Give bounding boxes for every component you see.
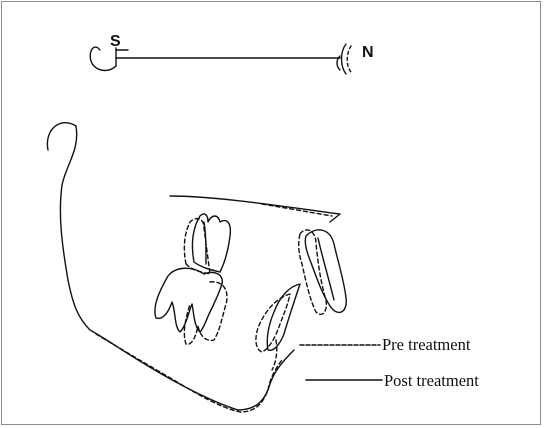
- lower-incisor-post: [267, 284, 300, 350]
- mandible-outline-pre: [96, 334, 282, 412]
- mandible-outline-post: [47, 123, 294, 410]
- lower-molar-pre: [184, 282, 227, 345]
- sn-line: [90, 44, 351, 74]
- upper-incisor-pre: [299, 230, 327, 314]
- legend-pre-label: Pre treatment: [382, 335, 470, 355]
- upper-molar-post: [192, 214, 230, 272]
- sella-label: S: [110, 33, 121, 51]
- lower-incisor-pre: [256, 294, 290, 352]
- legend-post-label: Post treatment: [384, 371, 479, 391]
- lower-molar-post: [155, 268, 222, 332]
- nasion-label: N: [362, 44, 374, 62]
